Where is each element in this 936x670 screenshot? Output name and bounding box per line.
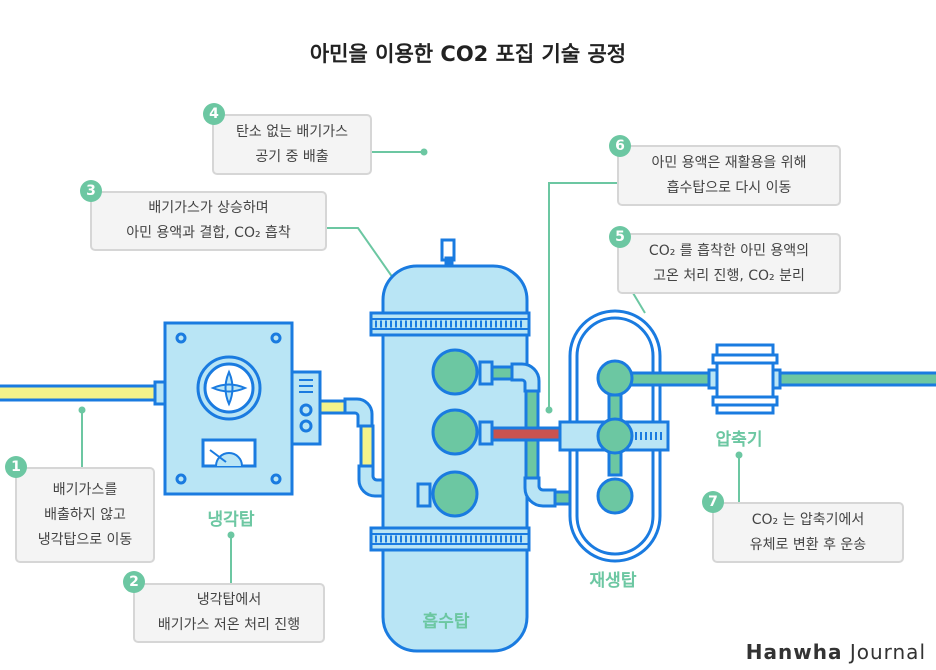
watermark-name: Journal: [849, 640, 926, 664]
step-7-badge: 7: [702, 491, 724, 513]
watermark-logo: Hanwha Journal: [746, 640, 926, 664]
absorber-label: 흡수탑: [422, 612, 470, 632]
cooler-label: 냉각탑: [207, 510, 255, 530]
callout-text: 공기 중 배출: [255, 148, 329, 165]
callout-text: 아민 용액은 재활용을 위해: [651, 154, 807, 171]
watermark-brand: Hanwha: [745, 640, 843, 664]
step-6-badge: 6: [609, 135, 631, 157]
step-2-badge: 2: [123, 571, 145, 593]
callout-text: 고온 처리 진행, CO₂ 분리: [653, 267, 805, 284]
regeneration-tower: [558, 309, 715, 563]
callout-lines: [81, 151, 740, 583]
callout-text: CO₂ 를 흡착한 아민 용액의: [648, 242, 810, 259]
callout-text: 배출하지 않고: [44, 506, 126, 523]
callout-text: 냉각탑으로 이동: [37, 531, 133, 548]
step-4-badge: 4: [203, 103, 225, 125]
callout-text: 아민 용액과 결합, CO₂ 흡착: [126, 225, 291, 241]
compressor: [707, 343, 936, 415]
callout-text: 유체로 변환 후 운송: [749, 536, 867, 553]
step-5-badge: 5: [609, 226, 631, 248]
regenerator-label: 재생탑: [589, 571, 637, 591]
compressor-label: 압축기: [715, 430, 763, 450]
page-title: 아민을 이용한 CO2 포집 기술 공정: [309, 42, 627, 66]
callout-text: 냉각탑에서: [196, 592, 262, 608]
callout-text: 배기가스가 상승하며: [148, 200, 269, 216]
callout-text: 탄소 없는 배기가스: [236, 123, 348, 140]
callout-text: 흡수탑으로 다시 이동: [666, 179, 792, 196]
callout-text: CO₂ 는 압축기에서: [751, 511, 865, 528]
step-3-badge: 3: [80, 180, 102, 202]
callout-text: 배기가스를: [52, 481, 118, 498]
inlet-pipe: [0, 380, 169, 406]
callout-text: 배기가스 저온 처리 진행: [157, 617, 301, 633]
step-1-badge: 1: [5, 456, 27, 478]
cooling-tower: [163, 321, 322, 496]
